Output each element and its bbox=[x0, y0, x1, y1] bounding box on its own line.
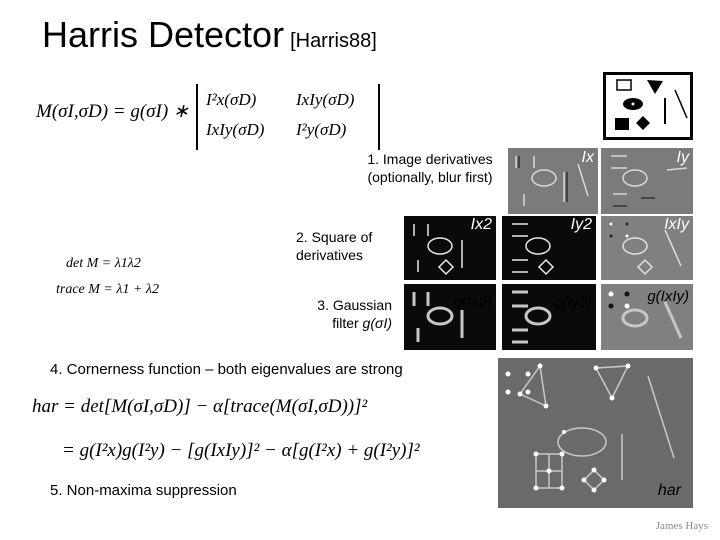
ix-image: Ix bbox=[508, 148, 598, 214]
matrix-r1c2: IxIy(σD) bbox=[296, 90, 355, 109]
step3-text: 3. Gaussian filter g(σI) bbox=[292, 296, 392, 332]
ix2-image: Ix2 bbox=[404, 216, 496, 280]
ixiy-image: IxIy bbox=[601, 216, 693, 280]
label-g-iy2: g(Iy2) bbox=[553, 294, 592, 311]
slide-title: Harris Detector[Harris88] bbox=[42, 14, 377, 56]
original-image bbox=[603, 72, 693, 140]
har-equation-1: har = det[M(σI,σD)] − α[trace(M(σI,σD))]… bbox=[32, 396, 368, 417]
credit-text: James Hays bbox=[655, 520, 708, 532]
label-iy2: Iy2 bbox=[570, 216, 592, 233]
m-formula-lhs: M(σI,σD) = g(σI) ∗ bbox=[36, 101, 189, 122]
g-iy2-image: g(Iy2) bbox=[502, 284, 596, 350]
har-image: har bbox=[498, 358, 693, 508]
label-iy: Iy bbox=[676, 149, 689, 166]
label-ixiy: IxIy bbox=[664, 216, 689, 233]
m-formula: M(σI,σD) = g(σI) ∗ bbox=[36, 100, 189, 123]
matrix-r1c1: I²x(σD) bbox=[206, 90, 257, 109]
step1-text: 1. Image derivatives (optionally, blur f… bbox=[367, 151, 493, 185]
step3-filter: g(σI) bbox=[362, 315, 392, 331]
det-formula: det M = λ1λ2 bbox=[66, 256, 141, 271]
title-reference: [Harris88] bbox=[290, 30, 377, 52]
iy-image: Iy bbox=[601, 148, 693, 214]
step2-text: 2. Square of derivatives bbox=[296, 229, 373, 263]
label-g-ix2: g(Ix2) bbox=[453, 294, 492, 311]
label-g-ixiy: g(IxIy) bbox=[647, 288, 689, 305]
iy2-image: Iy2 bbox=[502, 216, 596, 280]
label-ix2: Ix2 bbox=[470, 216, 492, 233]
label-har: har bbox=[657, 482, 681, 499]
title-text: Harris Detector bbox=[42, 14, 285, 55]
trace-formula: trace M = λ1 + λ2 bbox=[56, 282, 159, 297]
matrix: I²x(σD) IxIy(σD) IxIy(σD) I²y(σD) bbox=[196, 84, 380, 150]
step5-text: 5. Non-maxima suppression bbox=[50, 482, 237, 499]
g-ixiy-image: g(IxIy) bbox=[601, 284, 693, 350]
label-ix: Ix bbox=[581, 149, 594, 166]
step4-text: 4. Cornerness function – both eigenvalue… bbox=[50, 361, 403, 378]
matrix-r2c1: IxIy(σD) bbox=[206, 120, 265, 139]
har-equation-2: = g(I²x)g(I²y) − [g(IxIy)]² − α[g(I²x) +… bbox=[62, 440, 420, 461]
g-ix2-image: g(Ix2) bbox=[404, 284, 496, 350]
step3-prefix: 3. Gaussian filter bbox=[317, 297, 392, 331]
matrix-r2c2: I²y(σD) bbox=[296, 120, 347, 139]
